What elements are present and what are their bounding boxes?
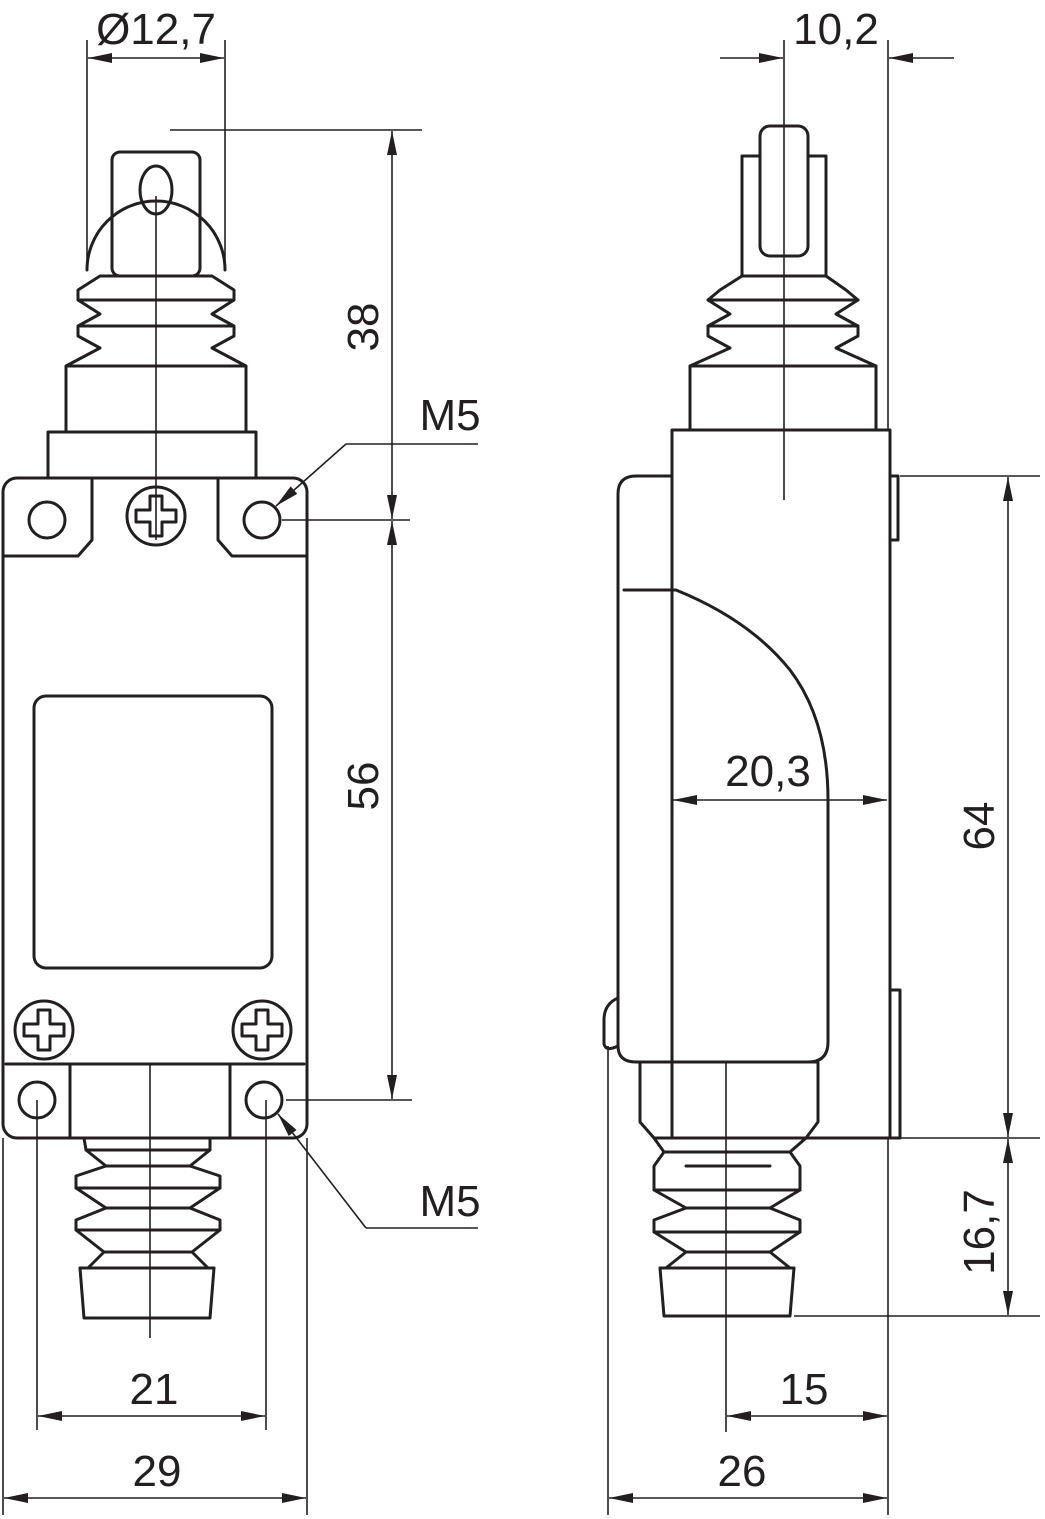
- front-view: [1, 150, 309, 1338]
- dim-hole-spacing-vertical: 56: [339, 762, 388, 811]
- actuator-bellows-side: [688, 274, 878, 432]
- dim-roller-offset: 10,2: [793, 5, 879, 54]
- switch-body: [1, 476, 309, 1140]
- dim-roller-diameter: Ø12,7: [96, 5, 216, 54]
- mounting-hole: [244, 1080, 284, 1120]
- dim-gland-length: 16,7: [955, 1189, 1004, 1275]
- label-window: [32, 694, 274, 970]
- cable-gland: [74, 1136, 222, 1320]
- dim-hole-spacing-horizontal: 21: [130, 1365, 179, 1414]
- dim-body-depth: 26: [718, 1447, 767, 1496]
- screw-icon: [231, 999, 293, 1061]
- mounting-hole: [27, 500, 67, 540]
- collar: [46, 430, 258, 480]
- screw-icon: [13, 999, 75, 1061]
- front-dimensions: Ø12,7 38 56 M5 M5 21 29: [2, 5, 481, 1515]
- side-view: [602, 40, 902, 1432]
- dim-thread-bottom: M5: [419, 1177, 480, 1226]
- dim-thread-top: M5: [419, 391, 480, 440]
- side-dimensions: 10,2 20,3 64 16,7 15 26: [607, 5, 1040, 1515]
- dim-gland-offset: 15: [780, 1365, 829, 1414]
- dim-actuator-height: 38: [339, 303, 388, 352]
- dim-cam-depth: 20,3: [725, 747, 811, 796]
- dim-body-height: 64: [955, 802, 1004, 851]
- cable-gland-side: [638, 1060, 820, 1318]
- dim-body-width: 29: [133, 1447, 182, 1496]
- mounting-hole: [242, 500, 282, 540]
